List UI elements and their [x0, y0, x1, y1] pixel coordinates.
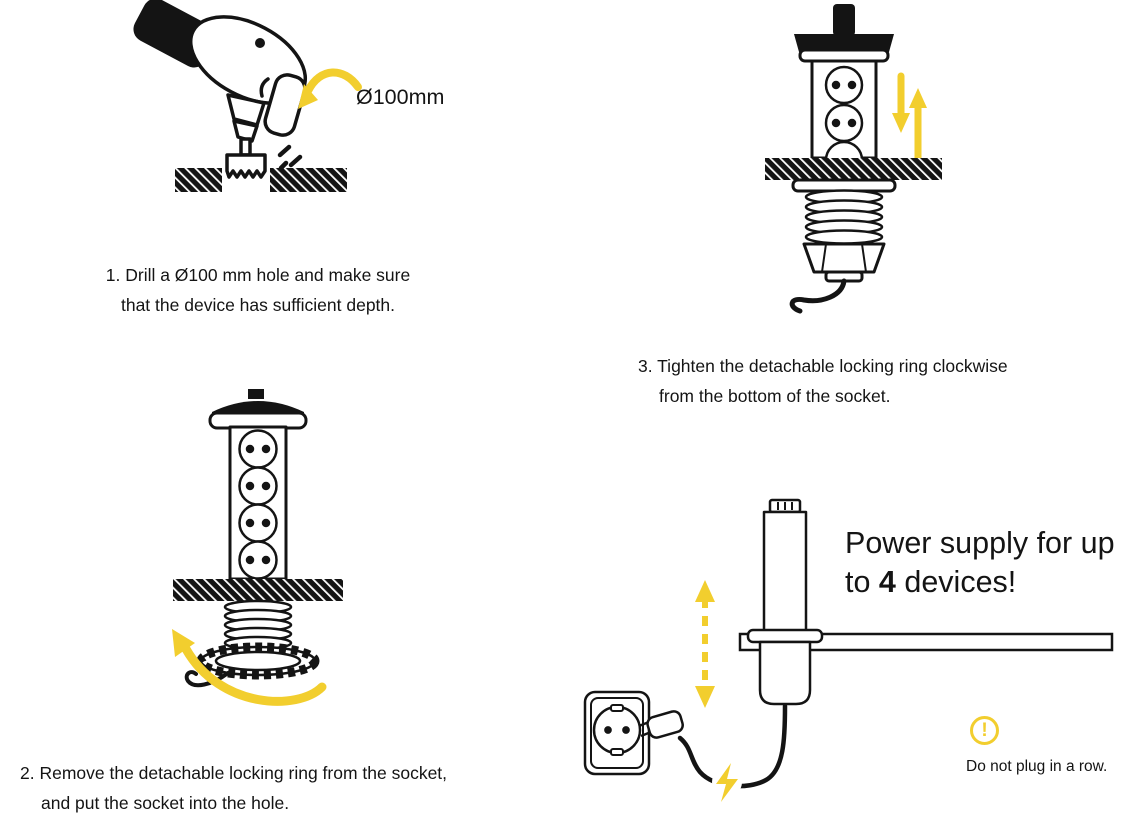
- step1-caption-line1: 1. Drill a Ø100 mm hole and make sure: [105, 265, 411, 285]
- debris-marks: [277, 144, 303, 171]
- step1-caption: 1. Drill a Ø100 mm hole and make sure th…: [72, 260, 444, 320]
- under-desk-assembly: [791, 178, 897, 283]
- socket-body: [798, 48, 890, 180]
- step1-illustration: [133, 0, 362, 195]
- drill-bit: [239, 137, 252, 157]
- step2-caption-line2: and put the socket into the hole.: [41, 793, 290, 813]
- headline-line1: Power supply for up: [845, 526, 1115, 560]
- thread-section: [223, 599, 293, 651]
- device-count: 4: [878, 565, 896, 599]
- socket-lower-body: [758, 640, 812, 706]
- drill-icon: [133, 0, 308, 179]
- socket-outlets: [238, 429, 278, 580]
- countertop-bar: [173, 579, 343, 601]
- drill-trigger: [259, 77, 270, 98]
- socket-cap: [794, 34, 894, 52]
- desk-surface: [738, 632, 1114, 652]
- thread-section: [804, 189, 884, 245]
- drill-chuck-tip: [232, 119, 259, 143]
- locking-nut: [802, 242, 886, 274]
- headline: Power supply for up to 4 devices!: [845, 524, 1115, 602]
- socket-desk-flange: [746, 628, 824, 644]
- up-arrow-icon: [909, 88, 927, 164]
- step3-caption-line1: 3. Tighten the detachable locking ring c…: [638, 356, 1008, 376]
- power-cord-top: [833, 4, 855, 36]
- step2-caption-line1: 2. Remove the detachable locking ring fr…: [20, 763, 448, 783]
- step1-caption-line2: that the device has sufficient depth.: [120, 295, 396, 315]
- step3-illustration: [765, 4, 942, 314]
- plug-icon: [638, 710, 684, 739]
- step4-illustration: [583, 498, 1114, 802]
- socket-upper-body: [762, 510, 808, 636]
- locking-ring-icon: [196, 642, 320, 680]
- step2-caption: 2. Remove the detachable locking ring fr…: [20, 758, 447, 818]
- warning-icon: !: [970, 716, 999, 745]
- warning-text: Do not plug in a row.: [966, 758, 1108, 775]
- retractable-socket: [746, 498, 824, 706]
- drill-handle: [263, 73, 307, 137]
- tower-top-knob: [248, 389, 264, 399]
- step3-caption-line2: from the bottom of the socket.: [659, 386, 891, 406]
- hole-saw-icon: [225, 153, 267, 179]
- countertop-bar: [765, 158, 942, 180]
- socket-tower-icon: [208, 389, 308, 581]
- lightning-bolt-icon: [716, 763, 738, 802]
- step2-illustration: [172, 389, 343, 706]
- down-arrow-icon: [892, 72, 910, 133]
- step3-caption: 3. Tighten the detachable locking ring c…: [638, 351, 1008, 411]
- updown-arrows-icon: [892, 72, 927, 164]
- diameter-label: Ø100mm: [356, 85, 445, 109]
- wall-outlet-icon: [583, 690, 651, 776]
- drill-button: [255, 38, 265, 48]
- diameter-arrow-icon: [298, 68, 362, 109]
- headline-line2: to 4 devices!: [845, 565, 1017, 599]
- power-cord-bottom: [789, 278, 847, 314]
- updown-dashed-arrow-icon: [695, 580, 715, 708]
- rotate-arrow-icon: [172, 629, 327, 706]
